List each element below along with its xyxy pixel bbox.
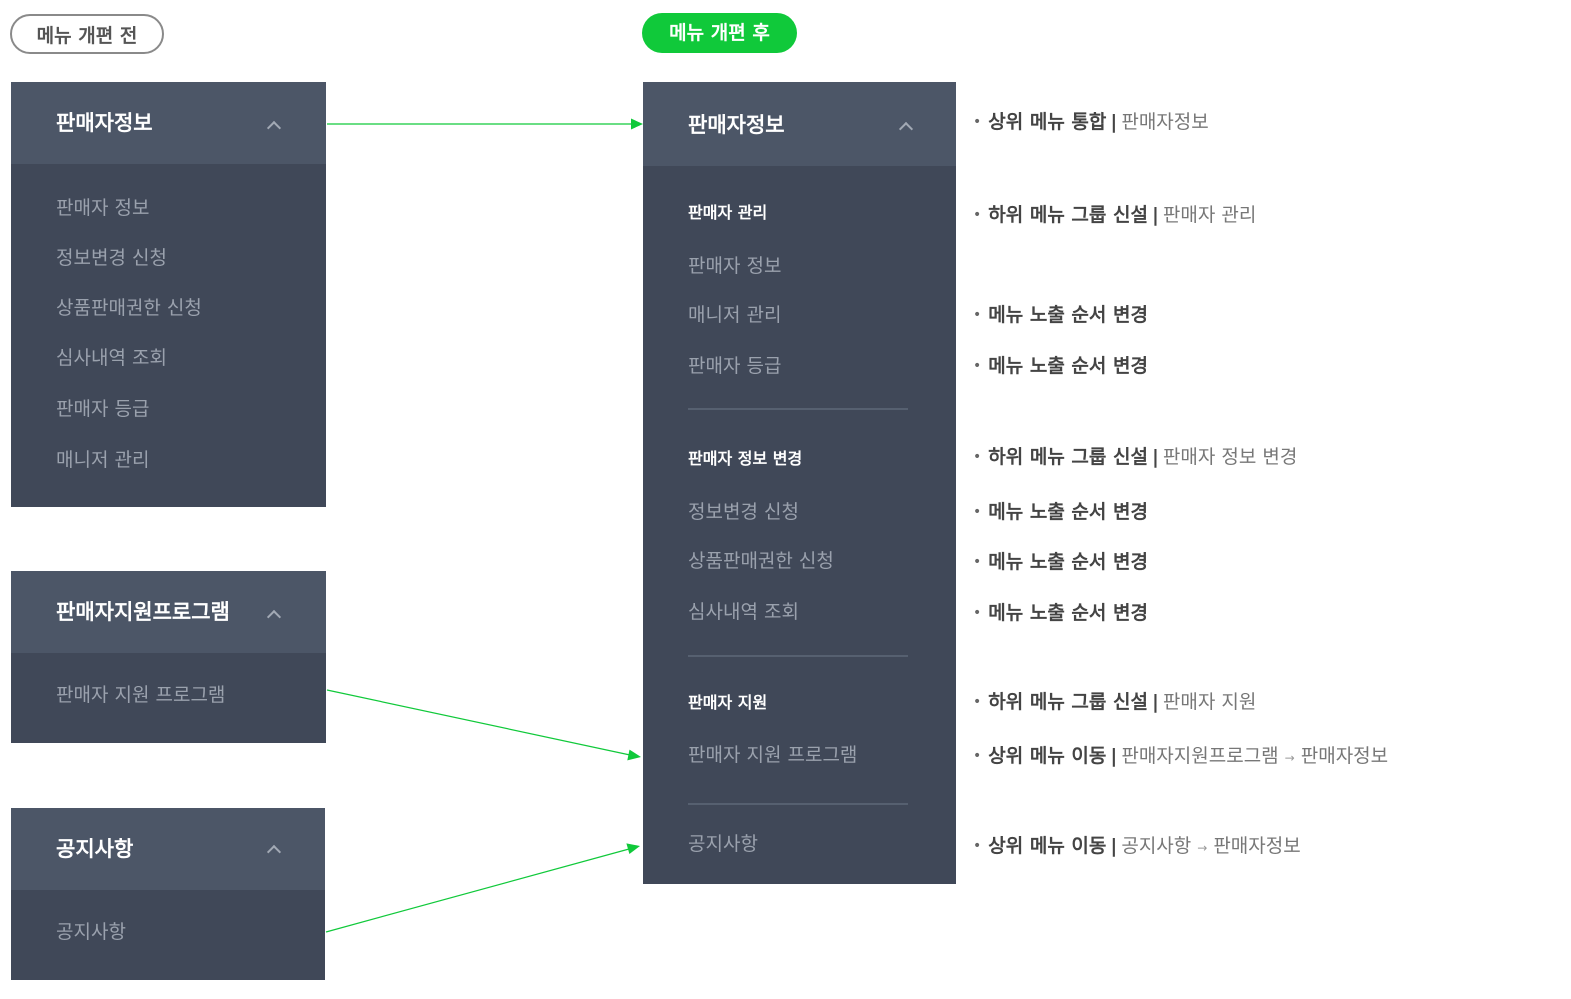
group-title-seller-support: 판매자 지원 (688, 693, 768, 712)
arrow-head-icon (631, 118, 643, 130)
menu-item[interactable]: 판매자 정보 (56, 197, 150, 219)
change-note: •메뉴 노출 순서 변경 (973, 551, 1148, 573)
menu-item[interactable]: 상품판매권한 신청 (688, 550, 834, 572)
menu-item[interactable]: 심사내역 조회 (56, 347, 167, 369)
arrow-right-icon: → (1197, 841, 1208, 855)
menu-item[interactable]: 판매자 등급 (56, 398, 150, 420)
change-note: •상위 메뉴 통합|판매자정보 (973, 111, 1209, 133)
menu-item[interactable]: 정보변경 신청 (688, 501, 799, 523)
menu-item-notice[interactable]: 공지사항 (688, 833, 758, 855)
menu-item[interactable]: 정보변경 신청 (56, 247, 167, 269)
before-panel-header[interactable]: 공지사항 (11, 808, 325, 890)
arrow-head-icon (626, 843, 640, 854)
menu-item[interactable]: 판매자 지원 프로그램 (688, 744, 858, 766)
panel-title: 공지사항 (56, 837, 134, 861)
after-panel-header[interactable]: 판매자정보 (643, 82, 956, 166)
change-note: •상위 메뉴 이동|판매자지원프로그램→판매자정보 (973, 745, 1389, 767)
group-title-seller-management: 판매자 관리 (688, 203, 768, 222)
before-panel-notice: 공지사항 공지사항 (11, 808, 325, 980)
menu-item[interactable]: 상품판매권한 신청 (56, 297, 202, 319)
panel-title: 판매자정보 (688, 113, 785, 137)
before-panel-header[interactable]: 판매자지원프로그램 (11, 571, 326, 653)
change-note: •하위 메뉴 그룹 신설|판매자 관리 (973, 204, 1257, 226)
arrow-head-icon (627, 749, 641, 761)
before-panel-support-program: 판매자지원프로그램 판매자 지원 프로그램 (11, 571, 326, 743)
connector-support-program (326, 689, 631, 756)
panel-title: 판매자정보 (56, 111, 153, 135)
after-badge: 메뉴 개편 후 (642, 13, 797, 53)
menu-item[interactable]: 매니저 관리 (688, 304, 782, 326)
before-panel-seller-info: 판매자정보 판매자 정보 정보변경 신청 상품판매권한 신청 심사내역 조회 판… (11, 82, 326, 507)
change-note: •하위 메뉴 그룹 신설|판매자 정보 변경 (973, 446, 1298, 468)
after-panel-seller-info: 판매자정보 판매자 관리 판매자 정보 매니저 관리 판매자 등급 판매자 정보… (643, 82, 956, 884)
menu-item[interactable]: 판매자 정보 (688, 255, 782, 277)
menu-item[interactable]: 심사내역 조회 (688, 601, 799, 623)
before-badge: 메뉴 개편 전 (10, 14, 164, 54)
menu-item[interactable]: 판매자 등급 (688, 355, 782, 377)
change-note: •메뉴 노출 순서 변경 (973, 355, 1148, 377)
arrow-right-icon: → (1284, 751, 1295, 765)
group-divider (688, 408, 908, 410)
group-divider (688, 655, 908, 657)
change-note: •메뉴 노출 순서 변경 (973, 304, 1148, 326)
panel-title: 판매자지원프로그램 (56, 600, 230, 624)
change-note: •상위 메뉴 이동|공지사항→판매자정보 (973, 835, 1301, 857)
before-panel-header[interactable]: 판매자정보 (11, 82, 326, 164)
group-divider (688, 803, 908, 805)
change-note: •하위 메뉴 그룹 신설|판매자 지원 (973, 691, 1257, 713)
menu-item[interactable]: 매니저 관리 (56, 449, 150, 471)
menu-item[interactable]: 판매자 지원 프로그램 (56, 684, 226, 706)
menu-item[interactable]: 공지사항 (56, 921, 126, 943)
group-title-seller-info-change: 판매자 정보 변경 (688, 449, 803, 468)
change-note: •메뉴 노출 순서 변경 (973, 501, 1148, 523)
change-note: •메뉴 노출 순서 변경 (973, 602, 1148, 624)
connector-notice (325, 848, 630, 933)
